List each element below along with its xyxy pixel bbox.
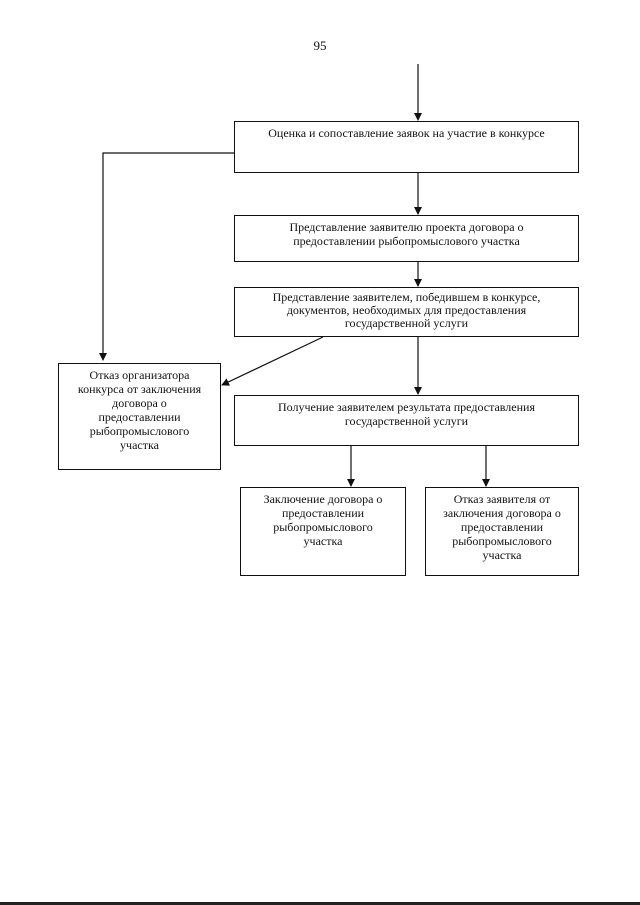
box-draft-contract-text: Представление заявителю проекта договора…	[289, 220, 524, 248]
box-applicant-refusal: Отказ заявителя от заключения договора о…	[425, 487, 579, 576]
box-organizer-refusal: Отказ организатора конкурса от заключени…	[58, 363, 221, 470]
arrow-docs-to-refusal	[221, 336, 324, 386]
scan-edge	[0, 902, 640, 905]
page-number: 95	[313, 38, 327, 53]
box-draft-contract: Представление заявителю проекта договора…	[234, 215, 579, 262]
box-organizer-refusal-text: Отказ организатора конкурса от заключени…	[77, 368, 202, 452]
box-winner-documents-text: Представление заявителем, победившем в к…	[272, 290, 541, 330]
box-evaluation-text: Оценка и сопоставление заявок на участие…	[268, 126, 545, 140]
box-contract-concluded: Заключение договора о предоставлении рыб…	[240, 487, 406, 576]
box-applicant-refusal-text: Отказ заявителя от заключения договора о…	[443, 492, 561, 562]
box-evaluation: Оценка и сопоставление заявок на участие…	[234, 121, 579, 173]
box-winner-documents: Представление заявителем, победившем в к…	[234, 287, 579, 337]
box-result: Получение заявителем результата предоста…	[234, 395, 579, 446]
box-contract-concluded-text: Заключение договора о предоставлении рыб…	[263, 492, 383, 548]
arrow-evaluation-to-refusal	[99, 152, 234, 361]
box-result-text: Получение заявителем результата предоста…	[278, 400, 535, 428]
